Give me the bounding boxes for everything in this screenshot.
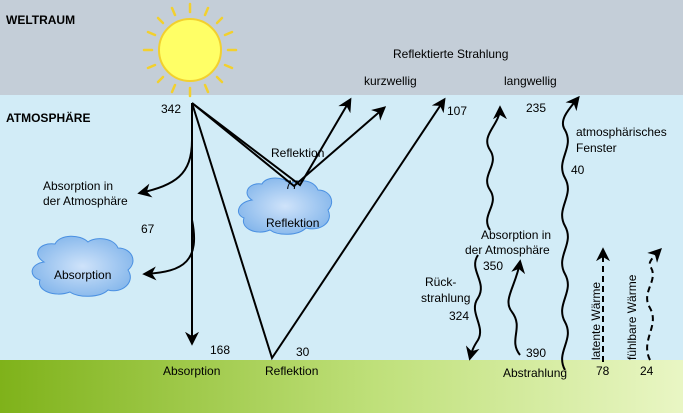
value-absorbed-surface: 168 [210,343,230,357]
label-reflection: Reflektion [271,146,324,160]
label-surface-reflection: Reflektion [265,364,318,378]
ground-band [0,360,683,413]
arrow-absorption-atmosphere [137,139,193,198]
space-band [0,0,683,95]
atmosphere-band [0,95,683,360]
arrow-cloud-reflection [191,102,387,188]
label-absorption-atmosphere-2: der Atmosphäre [43,194,128,208]
label-cloud-reflection: Reflektion [266,216,319,230]
sun-icon [142,2,238,98]
value-atmosphere-emission: 350 [483,259,503,273]
longwave-arrows [465,95,580,371]
heat-arrows [596,247,662,362]
value-absorbed-atmosphere: 67 [141,222,155,236]
value-incoming: 342 [161,102,181,116]
label-cloud-absorption: Absorption [54,268,111,282]
value-latent-heat: 78 [596,364,610,378]
region-atmosphere-label: ATMOSPHÄRE [6,110,90,125]
label-abs-atm-right-1: Absorption in [481,228,551,242]
arrow-surface-emission [507,259,526,356]
value-sensible-heat: 24 [640,364,654,378]
value-reflected-total: 107 [447,104,467,118]
arrow-absorption-cloud [142,219,196,281]
arrow-back-radiation [465,254,482,361]
arrow-surface-reflection [191,97,446,361]
label-surface-absorption: Absorption [163,364,220,378]
label-window-2: Fenster [576,141,617,155]
arrow-sensible-heat [646,248,662,361]
label-sensible-heat: fühlbare Wärme [625,274,639,360]
cloud-reflection-icon [237,177,333,235]
label-back-radiation-2: strahlung [421,291,470,305]
value-reflected-clouds: 77 [285,178,299,192]
label-window-1: atmosphärisches [576,125,667,139]
value-surface-emission: 390 [526,346,546,360]
shortwave-arrows [137,97,446,361]
region-space-label: WELTRAUM [6,13,75,27]
label-abs-atm-right-2: der Atmosphäre [465,243,550,257]
label-back-radiation-1: Rück- [425,275,456,289]
label-absorption-atmosphere-1: Absorption in [43,179,113,193]
cloud-absorption-icon [31,235,134,297]
longwave-header: langwellig [504,74,557,88]
value-outgoing-longwave: 235 [526,101,546,115]
label-latent-heat: latente Wärme [589,282,603,360]
value-back-radiation: 324 [449,309,469,323]
arrow-window [561,95,580,371]
shortwave-header: kurzwellig [364,74,417,88]
value-window: 40 [571,163,585,177]
arrow-reflection [191,97,352,187]
arrow-outgoing-longwave [486,105,507,231]
label-emission: Abstrahlung [503,366,567,380]
value-reflected-surface: 30 [296,345,310,359]
reflected-radiation-header: Reflektierte Strahlung [393,47,508,61]
